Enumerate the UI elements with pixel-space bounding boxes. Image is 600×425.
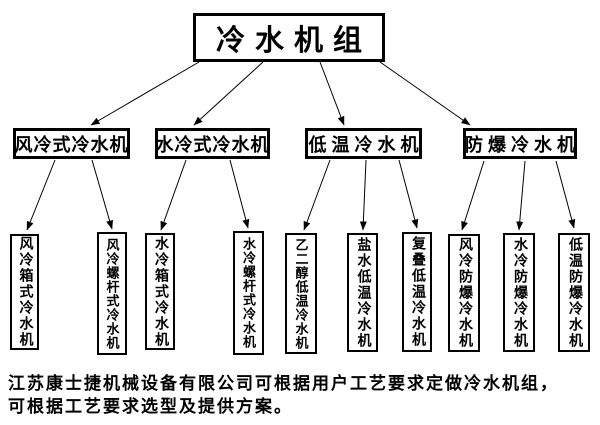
- node-label: 乙二醇低温冷水机: [293, 237, 309, 350]
- node-brine-low-temp-chiller: 盐水低温冷水机: [347, 233, 378, 352]
- node-water-cooled-chiller: 水冷式冷水机: [155, 128, 270, 159]
- node-label: 复叠低温冷水机: [410, 236, 425, 348]
- node-label: 风冷箱式冷水机: [17, 236, 33, 348]
- node-cascade-low-temp-chiller: 复叠低温冷水机: [402, 232, 432, 352]
- footer-company-note: 江苏康士捷机械设备有限公司可根据用户工艺要求定做冷水机组，可根据工艺要求选型及提…: [8, 374, 559, 416]
- node-air-cooled-explosion-proof-chiller: 风冷防爆冷水机: [448, 234, 480, 352]
- node-air-cooled-chiller: 风冷式冷水机: [13, 128, 130, 159]
- node-water-cooled-explosion-proof-chiller: 水冷防爆冷水机: [503, 233, 535, 352]
- node-label: 风冷螺杆式冷水机: [104, 237, 120, 350]
- node-label: 水冷箱式冷水机: [153, 235, 168, 348]
- node-air-cooled-box-chiller: 风冷箱式冷水机: [10, 234, 39, 350]
- node-label: 风冷防爆冷水机: [457, 237, 472, 349]
- node-glycol-low-temp-chiller: 乙二醇低温冷水机: [285, 233, 317, 354]
- node-low-temp-explosion-proof-chiller: 低温防爆冷水机: [558, 233, 590, 352]
- node-chiller-unit-root: 冷水机组: [193, 13, 385, 62]
- node-water-cooled-box-chiller: 水冷箱式冷水机: [145, 233, 175, 350]
- node-low-temp-chiller: 低温冷水机: [305, 128, 422, 159]
- node-label: 低温防爆冷水机: [567, 236, 582, 349]
- node-water-cooled-screw-chiller: 水冷螺杆式冷水机: [233, 231, 264, 355]
- node-label: 盐水低温冷水机: [355, 236, 371, 349]
- node-air-cooled-screw-chiller: 风冷螺杆式冷水机: [97, 232, 127, 355]
- node-explosion-proof-chiller: 防爆冷水机: [463, 128, 577, 159]
- node-label: 水冷防爆冷水机: [512, 236, 527, 349]
- node-label: 水冷螺杆式冷水机: [241, 237, 256, 349]
